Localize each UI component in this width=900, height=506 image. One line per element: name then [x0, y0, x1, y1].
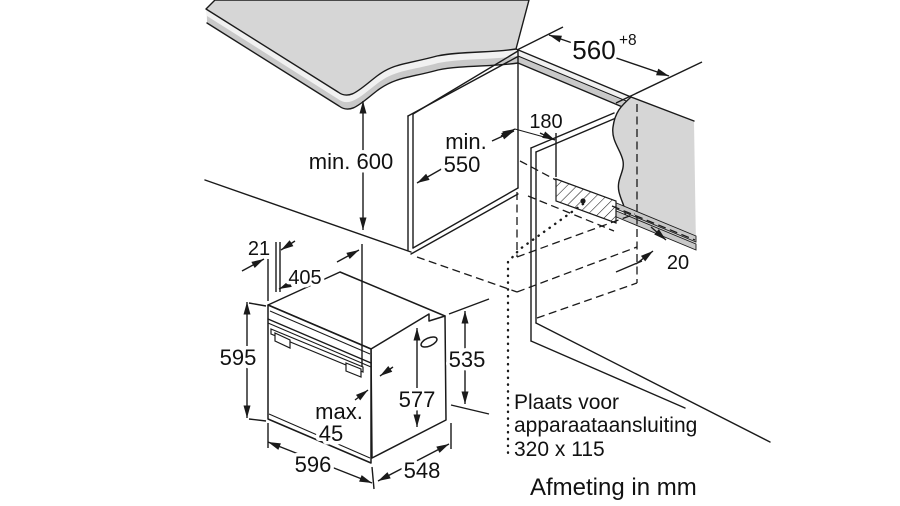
countertop: [205, 0, 633, 112]
connection-note-line2: apparaataansluiting: [514, 414, 697, 437]
countertop-edge-band-shadow: [207, 16, 632, 111]
units-note: Afmeting in mm: [530, 474, 697, 501]
dim-side-clearance-label: 180: [529, 111, 562, 133]
dim-front-height-label: 595: [220, 345, 257, 370]
dim-door-protrusion-prefix-label: max.: [315, 399, 363, 424]
dim-niche-depth-label: 550: [444, 152, 481, 177]
dim-top-offset-large-label: 405: [288, 267, 321, 289]
connection-point-dot: [580, 198, 586, 204]
countertop-surface: [205, 0, 530, 96]
connection-note-line3: 320 x 115: [514, 438, 605, 461]
wall-panel-surface: [612, 97, 696, 247]
dim-rail-gap-label: 20: [667, 252, 689, 274]
wall-panel: [612, 96, 697, 251]
dim-door-protrusion: [354, 366, 394, 401]
oven: [267, 271, 447, 464]
dim-front-width-label: 596: [295, 452, 332, 477]
dim-door-protrusion-label: 45: [319, 421, 343, 446]
niche-cabinet: [204, 49, 519, 255]
dim-top-offsets: [241, 240, 363, 367]
dim-body-height-label: 577: [399, 387, 436, 412]
dim-side-height: [448, 298, 490, 415]
labels: 560 +8 min. 600 min. 550 180 20 21 405 5…: [216, 29, 701, 505]
dim-body-depth: [377, 423, 452, 482]
oven-handle-mount-left: [274, 332, 291, 349]
dim-front-height: [243, 302, 267, 422]
dim-niche-width: [516, 26, 703, 104]
dim-rail-gap: [615, 226, 667, 273]
oven-side-face: [370, 313, 447, 459]
oven-handle-bar: [270, 328, 364, 373]
dim-niche-width-tolerance-label: +8: [619, 32, 637, 49]
oven-side-grip-hole: [420, 336, 438, 348]
dim-front-width: [267, 423, 375, 490]
dim-niche-height-label: min. 600: [309, 149, 393, 174]
connection-area: [555, 178, 617, 224]
dim-niche-width-label: 560: [572, 35, 615, 65]
connection-area-hatch: [555, 178, 617, 224]
oven-handle-mount-right: [345, 362, 362, 378]
dim-side-clearance: [500, 128, 557, 177]
dim-body-depth-label: 548: [404, 458, 441, 483]
dimension-lines: [241, 26, 703, 490]
right-cabinet: [530, 112, 771, 443]
connection-note-line1: Plaats voor: [514, 391, 619, 414]
dim-top-offset-small-label: 21: [248, 238, 270, 260]
dim-niche-depth-prefix-label: min.: [445, 129, 487, 154]
dim-side-height-label: 535: [449, 347, 486, 372]
hidden-edges: [416, 104, 696, 319]
